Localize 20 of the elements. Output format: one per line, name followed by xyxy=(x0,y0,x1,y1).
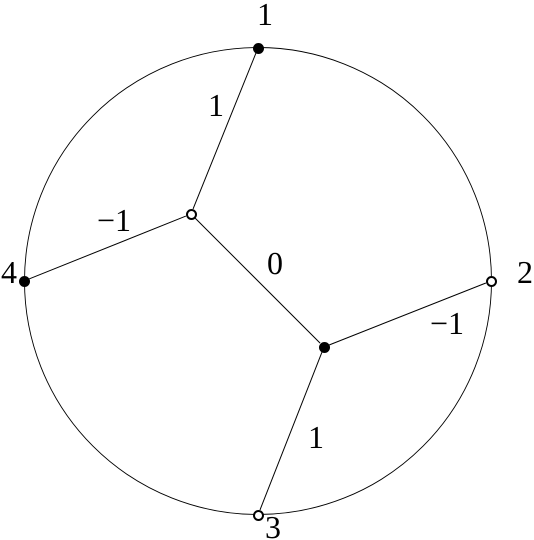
graph-edge xyxy=(192,52,256,210)
vertex-label: 3 xyxy=(265,515,281,539)
graph-edge xyxy=(260,352,322,510)
graph-edge xyxy=(328,282,486,346)
vertex-label: 1 xyxy=(257,2,273,26)
edge-label: 1 xyxy=(208,93,224,117)
edge-label: 0 xyxy=(267,251,283,275)
vertex-dot xyxy=(18,276,30,286)
vertex-dot xyxy=(252,42,264,54)
hollow-vertex-dot xyxy=(252,510,264,520)
edge-label: −1 xyxy=(430,311,464,335)
vertex-label: 4 xyxy=(1,260,17,284)
edge-label: 1 xyxy=(308,425,324,449)
hollow-vertex-dot xyxy=(186,208,196,220)
hollow-vertex-dot xyxy=(486,276,496,286)
edge-label: −1 xyxy=(96,208,132,232)
vertex-dot xyxy=(318,342,330,352)
graph-edge xyxy=(194,217,321,344)
graph-edge xyxy=(28,216,186,280)
vertex-label: 2 xyxy=(517,260,533,284)
